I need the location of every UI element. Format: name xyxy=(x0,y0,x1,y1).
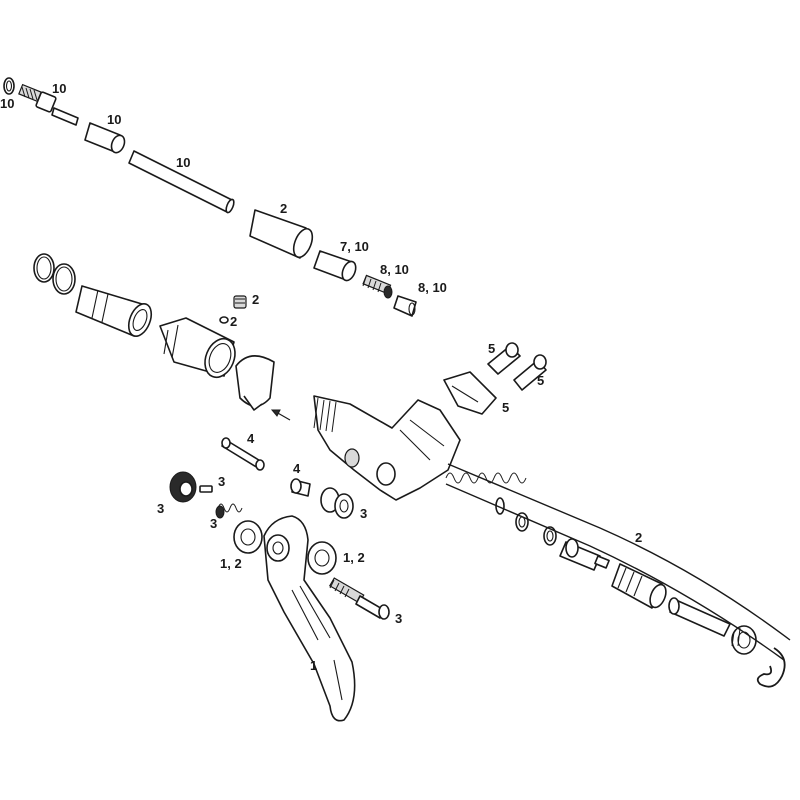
callout-label: 4 xyxy=(293,461,301,476)
hose-cover-boot xyxy=(249,209,314,259)
callout-label: 1 xyxy=(310,658,317,673)
callout-label: 2 xyxy=(252,292,259,307)
reach-screw xyxy=(199,485,213,493)
callout-label: 10 xyxy=(107,112,121,127)
adjust-spring xyxy=(215,503,243,519)
callout-label: 5 xyxy=(537,373,544,388)
barb-nut xyxy=(393,295,417,317)
callout-label: 3 xyxy=(360,506,367,521)
piston-washer xyxy=(515,512,529,532)
pivot-bushing-right xyxy=(307,541,337,575)
handlebar-outline xyxy=(445,463,791,661)
callout-label: 10 xyxy=(176,155,190,170)
reservoir-clamp-band xyxy=(235,355,275,411)
reach-adjust-knob xyxy=(169,471,197,503)
hose-tube xyxy=(128,150,235,214)
lever-body xyxy=(313,395,461,501)
push-rod-sleeve xyxy=(611,563,667,609)
lever-pivot-bolt xyxy=(328,577,390,620)
assembly-arrow xyxy=(270,409,291,421)
compression-nut xyxy=(313,250,357,282)
callout-labels: 10 10 10 10 2 7, 10 8, 10 8, 10 2 2 5 5 … xyxy=(0,81,642,673)
callout-label: 5 xyxy=(502,400,509,415)
callout-label: 4 xyxy=(247,431,255,446)
callout-label: 8, 10 xyxy=(418,280,447,295)
callout-label: 2 xyxy=(230,314,237,329)
callout-label: 3 xyxy=(218,474,225,489)
callout-label: 5 xyxy=(488,341,495,356)
cam-bushings xyxy=(320,487,354,519)
orings-pair xyxy=(33,253,76,295)
hose-barb-fitting xyxy=(18,83,79,126)
callout-label: 1, 2 xyxy=(220,556,242,571)
lever-blade xyxy=(263,515,356,722)
bleed-oring xyxy=(219,316,229,324)
callout-label: 7, 10 xyxy=(340,239,369,254)
hose-oring xyxy=(3,77,15,95)
callout-label: 8, 10 xyxy=(380,262,409,277)
callout-label: 3 xyxy=(157,501,164,516)
dust-cap xyxy=(731,625,757,655)
circlip xyxy=(756,647,786,688)
callout-label: 10 xyxy=(52,81,66,96)
reservoir-cartridge xyxy=(75,285,153,338)
callout-label: 2 xyxy=(280,201,287,216)
clamp-hinge xyxy=(443,371,497,415)
callout-label: 2 xyxy=(635,530,642,545)
pivot-bushing-left xyxy=(233,520,263,554)
callout-label: 10 xyxy=(0,96,14,111)
reservoir-body xyxy=(159,317,236,379)
cam-barrel xyxy=(290,478,311,497)
callout-label: 3 xyxy=(210,516,217,531)
callout-label: 3 xyxy=(395,611,402,626)
return-spring xyxy=(445,472,527,515)
bleed-screw xyxy=(233,295,247,309)
clamp-bolts xyxy=(487,342,547,391)
piston-cup-seal xyxy=(543,526,557,546)
callout-label: 1, 2 xyxy=(343,550,365,565)
push-rod xyxy=(668,597,731,637)
pivot-pin xyxy=(221,437,265,471)
connector-insert xyxy=(362,274,393,299)
olive-sleeve xyxy=(84,122,126,154)
